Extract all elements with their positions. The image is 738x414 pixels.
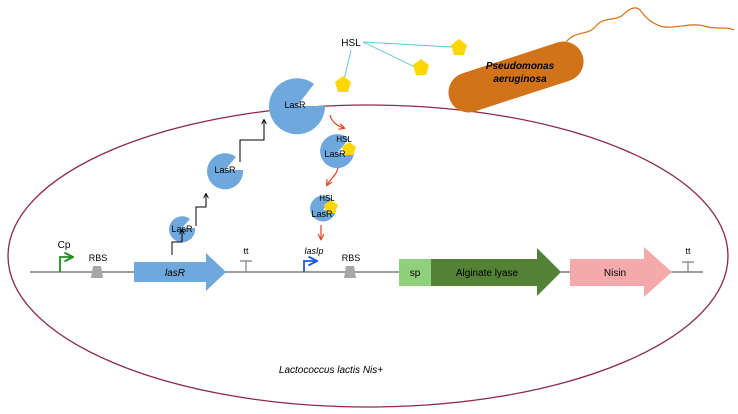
terminator-1-label: tt <box>243 246 249 256</box>
cp-promoter-arrow <box>59 257 72 272</box>
rbs-2 <box>344 266 356 278</box>
signal-peptide-label: sp <box>410 268 421 279</box>
lasr-label-complex-1: LasR <box>324 149 346 159</box>
bacterium-flagellum <box>565 7 735 43</box>
hsl-molecule-icon <box>451 39 467 55</box>
rbs-2-label: RBS <box>342 253 361 263</box>
expression-arrow <box>171 230 182 255</box>
hsl-label-top: HSL <box>341 38 361 49</box>
hsl-connector-3 <box>343 49 352 81</box>
cp-promoter-label: Cp <box>58 240 71 251</box>
nisin-label: Nisin <box>604 268 626 279</box>
terminator-1 <box>240 260 252 272</box>
lasr-hsl-complex-1 <box>320 134 354 169</box>
hsl-label-complex-1: HSL <box>336 135 352 144</box>
rbs-1-label: RBS <box>89 253 108 263</box>
lasr-gene-label: lasR <box>165 268 185 279</box>
hsl-molecule-icon <box>324 200 338 213</box>
expression-arrow <box>195 194 206 226</box>
cell-membrane <box>7 104 729 408</box>
hsl-molecule-icon <box>342 142 356 155</box>
lasr-label-medium: LasR <box>214 165 236 175</box>
pseudomonas-cell <box>448 41 584 113</box>
hsl-connector-1 <box>362 41 453 48</box>
lasip-promoter-arrow <box>303 261 316 272</box>
terminator-2-label: tt <box>685 246 691 256</box>
hsl-molecule-icon <box>413 59 429 75</box>
rbs-1 <box>91 266 103 278</box>
activation-arrow <box>327 165 339 185</box>
hsl-connector-2 <box>362 41 416 68</box>
lasr-protein-large <box>269 78 326 135</box>
expression-arrow <box>239 120 264 162</box>
lasr-label-complex-2: LasR <box>311 209 333 219</box>
lasr-protein-medium <box>207 153 244 190</box>
hsl-label-complex-2: HSL <box>319 194 335 203</box>
terminator-2 <box>682 261 694 272</box>
bacterium-name-line1: Pseudomonas <box>486 61 555 72</box>
cell-name-label: Lactococcus lactis Nis+ <box>279 365 383 376</box>
alginate-lyase-gene <box>431 248 561 296</box>
alginate-lyase-label: Alginate lyase <box>456 268 519 279</box>
lasip-promoter-label: lasIp <box>304 246 323 256</box>
activation-arrow <box>329 114 344 128</box>
lasr-gene <box>134 253 226 291</box>
signal-peptide-block <box>399 259 431 286</box>
bacterium-name-line2: aeruginosa <box>493 74 547 85</box>
hsl-molecule-icon <box>335 76 351 92</box>
lasr-label-large: LasR <box>284 100 306 110</box>
nisin-gene <box>570 247 672 297</box>
